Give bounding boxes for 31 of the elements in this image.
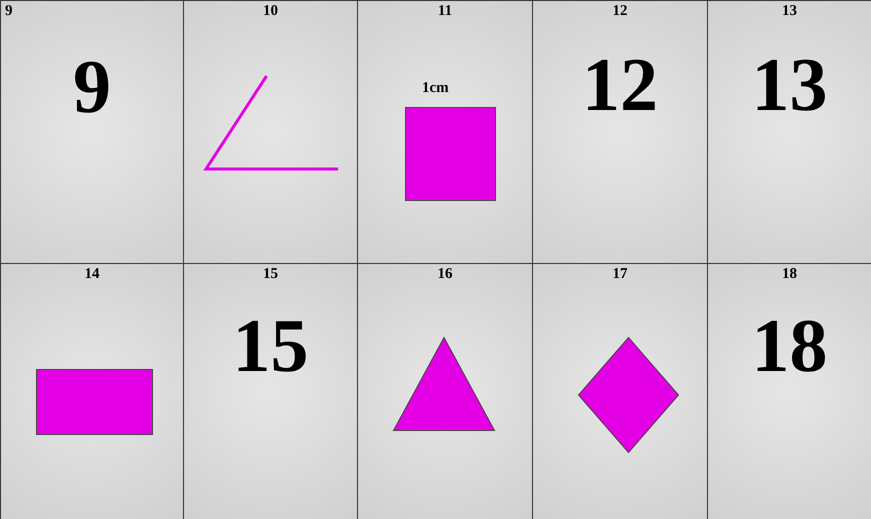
- card-number: 15: [262, 266, 279, 282]
- card-number: 18: [781, 266, 798, 282]
- grid-card: [183, 0, 358, 264]
- card-number: 17: [612, 266, 628, 282]
- rectangle-shape: [36, 369, 153, 435]
- card-number: 11: [436, 3, 454, 19]
- card-number: 13: [781, 3, 798, 19]
- card-number: 14: [84, 266, 100, 282]
- large-number: 18: [750, 306, 828, 386]
- large-number: 12: [581, 45, 659, 125]
- card-number: 12: [612, 3, 628, 19]
- grid-card: [707, 0, 871, 264]
- square-shape: [405, 107, 496, 201]
- grid-card: [0, 263, 184, 519]
- triangle-shape: [393, 337, 495, 431]
- angle-drawing: [204, 74, 340, 172]
- card-number: 10: [262, 3, 279, 19]
- card-number: 16: [436, 266, 454, 282]
- large-number: 15: [232, 306, 310, 386]
- diamond-shape: [578, 337, 679, 453]
- grid-card: [532, 0, 708, 264]
- grid-card: [0, 0, 184, 264]
- grid-card: [357, 263, 533, 519]
- large-number: 13: [750, 45, 828, 125]
- grid-card: [183, 263, 358, 519]
- grid-card: [707, 263, 871, 519]
- grid-card: [357, 0, 533, 264]
- large-number: 9: [72, 47, 112, 127]
- card-number: 9: [5, 3, 12, 19]
- grid-card: [532, 263, 708, 519]
- dimension-label: 1cm: [422, 80, 449, 97]
